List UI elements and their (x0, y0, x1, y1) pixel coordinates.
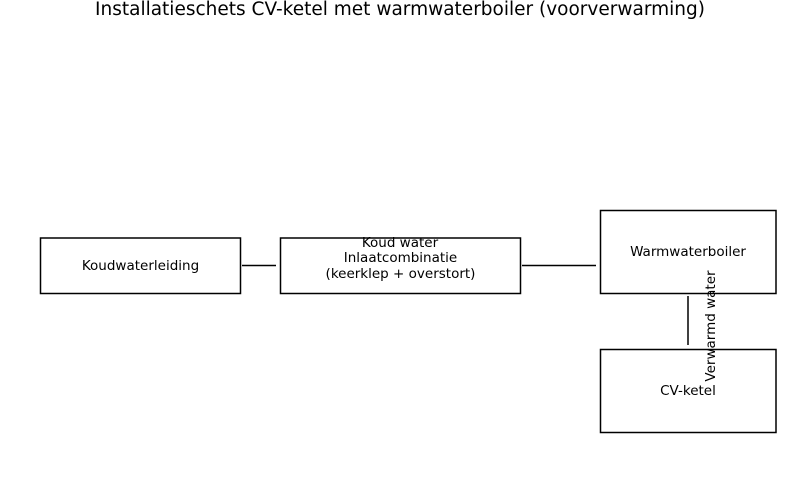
edge-label-verwarmd-water: Verwarmd water (703, 270, 719, 382)
edge-label-koud-water: Koud water (362, 235, 439, 251)
node-inlaatcombinatie-label-line2: (keerklep + overstort) (326, 266, 476, 282)
node-warmwaterboiler-label: Warmwaterboiler (630, 244, 746, 260)
node-cv-ketel: CV-ketel (599, 348, 777, 434)
node-cv-ketel-label: CV-ketel (660, 383, 716, 399)
node-koudwaterleiding: Koudwaterleiding (39, 237, 242, 295)
node-warmwaterboiler: Warmwaterboiler (599, 209, 777, 295)
node-inlaatcombinatie: Inlaatcombinatie (keerklep + overstort) (279, 237, 522, 295)
node-inlaatcombinatie-label-line1: Inlaatcombinatie (344, 250, 457, 266)
node-koudwaterleiding-label: Koudwaterleiding (82, 258, 199, 274)
diagram-title: Installatieschets CV-ketel met warmwater… (95, 0, 705, 20)
